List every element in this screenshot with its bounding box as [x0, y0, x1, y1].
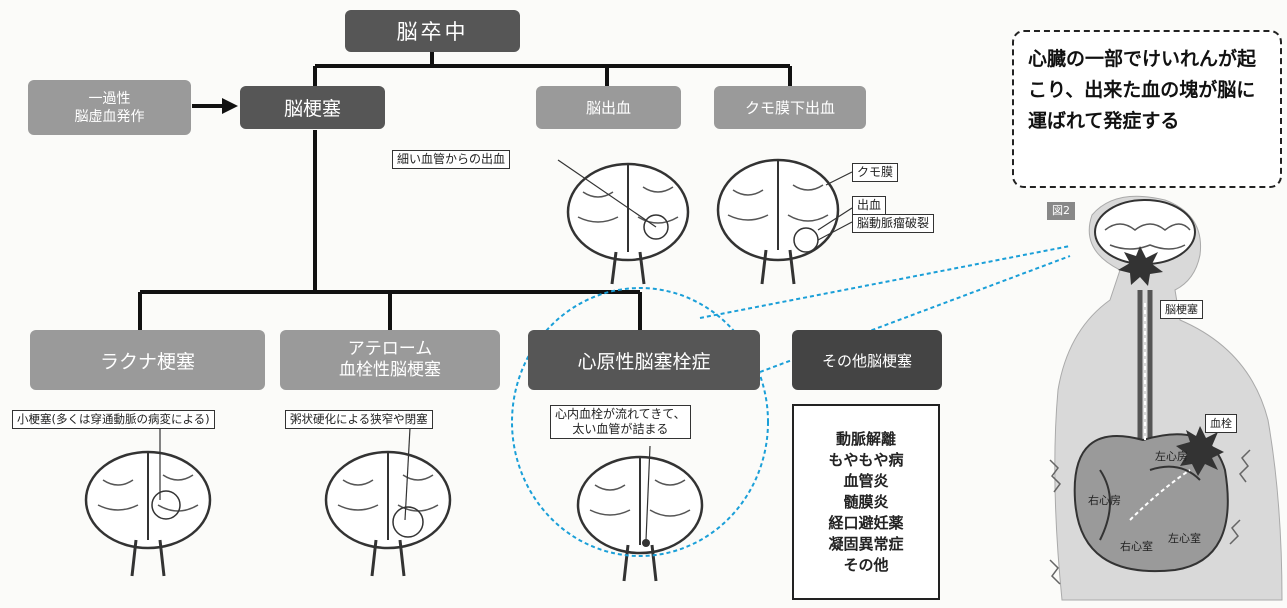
figure-label-left-atrium: 左心房 [1155, 450, 1188, 463]
label-bleed: 出血 [852, 196, 887, 215]
brain-lacunar-icon [84, 450, 212, 577]
figure-label-left-ventricle: 左心室 [1168, 532, 1201, 545]
hemorrhage-node: 脳出血 [536, 86, 681, 129]
label-athero-desc: 粥状硬化による狭窄や閉塞 [285, 410, 433, 429]
athero-label-line1: アテローム [347, 339, 433, 359]
human-figure-icon [1049, 195, 1283, 601]
tia-node: 一過性 脳虚血発作 [28, 80, 191, 135]
athero-label-line2: 血栓性脳梗塞 [339, 360, 441, 380]
lacunar-label: ラクナ梗塞 [99, 350, 195, 373]
arrow-tia-to-infarction [192, 98, 238, 114]
connector-lines [138, 52, 792, 330]
label-small-vessel-bleed: 細い血管からの出血 [392, 150, 511, 169]
list-item: その他 [843, 555, 889, 574]
figure-number-label: 図2 [1047, 202, 1075, 220]
other-label: その他脳梗塞 [821, 351, 912, 370]
label-arachnoid: クモ膜 [852, 163, 899, 182]
brain-athero-icon [324, 450, 452, 577]
cardio-desc-line1: 心内血栓が流れてきて、 [555, 407, 686, 421]
infarction-node: 脳梗塞 [240, 86, 385, 129]
list-item: もやもや病 [828, 450, 904, 469]
root-node-stroke: 脳卒中 [345, 10, 520, 52]
list-item: 髄膜炎 [843, 492, 889, 511]
list-item: 経口避妊薬 [828, 513, 904, 532]
other-causes-list: 動脈解離 もやもや病 血管炎 髄膜炎 経口避妊薬 凝固異常症 その他 [792, 404, 940, 600]
figure-label-right-ventricle: 右心室 [1120, 540, 1153, 553]
hemorrhage-label: 脳出血 [585, 99, 631, 117]
athero-node: アテローム 血栓性脳梗塞 [280, 330, 500, 390]
list-item: 動脈解離 [835, 429, 896, 448]
cardio-desc-line2: 太い血管が詰まる [572, 422, 669, 436]
callout-text: 心臓の一部でけいれんが起こり、出来た血の塊が脳に運ばれて発症する [1028, 48, 1257, 132]
cardio-node: 心原性脳塞栓症 [528, 330, 760, 390]
brain-subarachnoid-icon [716, 158, 853, 285]
list-item: 凝固異常症 [828, 534, 904, 553]
figure-label-infarct: 脳梗塞 [1160, 300, 1203, 319]
figure-label-thrombus: 血栓 [1205, 414, 1237, 433]
list-item: 血管炎 [843, 471, 889, 490]
label-leader-lines [159, 427, 651, 541]
subarachnoid-node: クモ膜下出血 [714, 86, 866, 129]
label-cardio-desc: 心内血栓が流れてきて、 太い血管が詰まる [550, 405, 691, 439]
infarction-label: 脳梗塞 [283, 98, 341, 120]
brain-hemorrhage-icon [557, 159, 690, 285]
callout-box: 心臓の一部でけいれんが起こり、出来た血の塊が脳に運ばれて発症する [1012, 30, 1282, 188]
highlight-dashed-circle [511, 245, 1071, 557]
cardio-label: 心原性脳塞栓症 [577, 350, 711, 373]
root-node-label: 脳卒中 [396, 20, 469, 44]
label-aneurysm: 脳動脈瘤破裂 [852, 214, 935, 233]
label-lacunar-desc: 小梗塞(多くは穿通動脈の病変による) [12, 410, 215, 429]
brain-cardio-icon [576, 455, 704, 582]
other-node: その他脳梗塞 [792, 330, 942, 390]
figure-label-right-atrium: 右心房 [1088, 494, 1121, 507]
tia-label-line1: 一過性 [88, 90, 131, 107]
tia-label-line2: 脳虚血発作 [74, 108, 145, 125]
subarachnoid-label: クモ膜下出血 [744, 99, 835, 117]
lacunar-node: ラクナ梗塞 [30, 330, 265, 390]
